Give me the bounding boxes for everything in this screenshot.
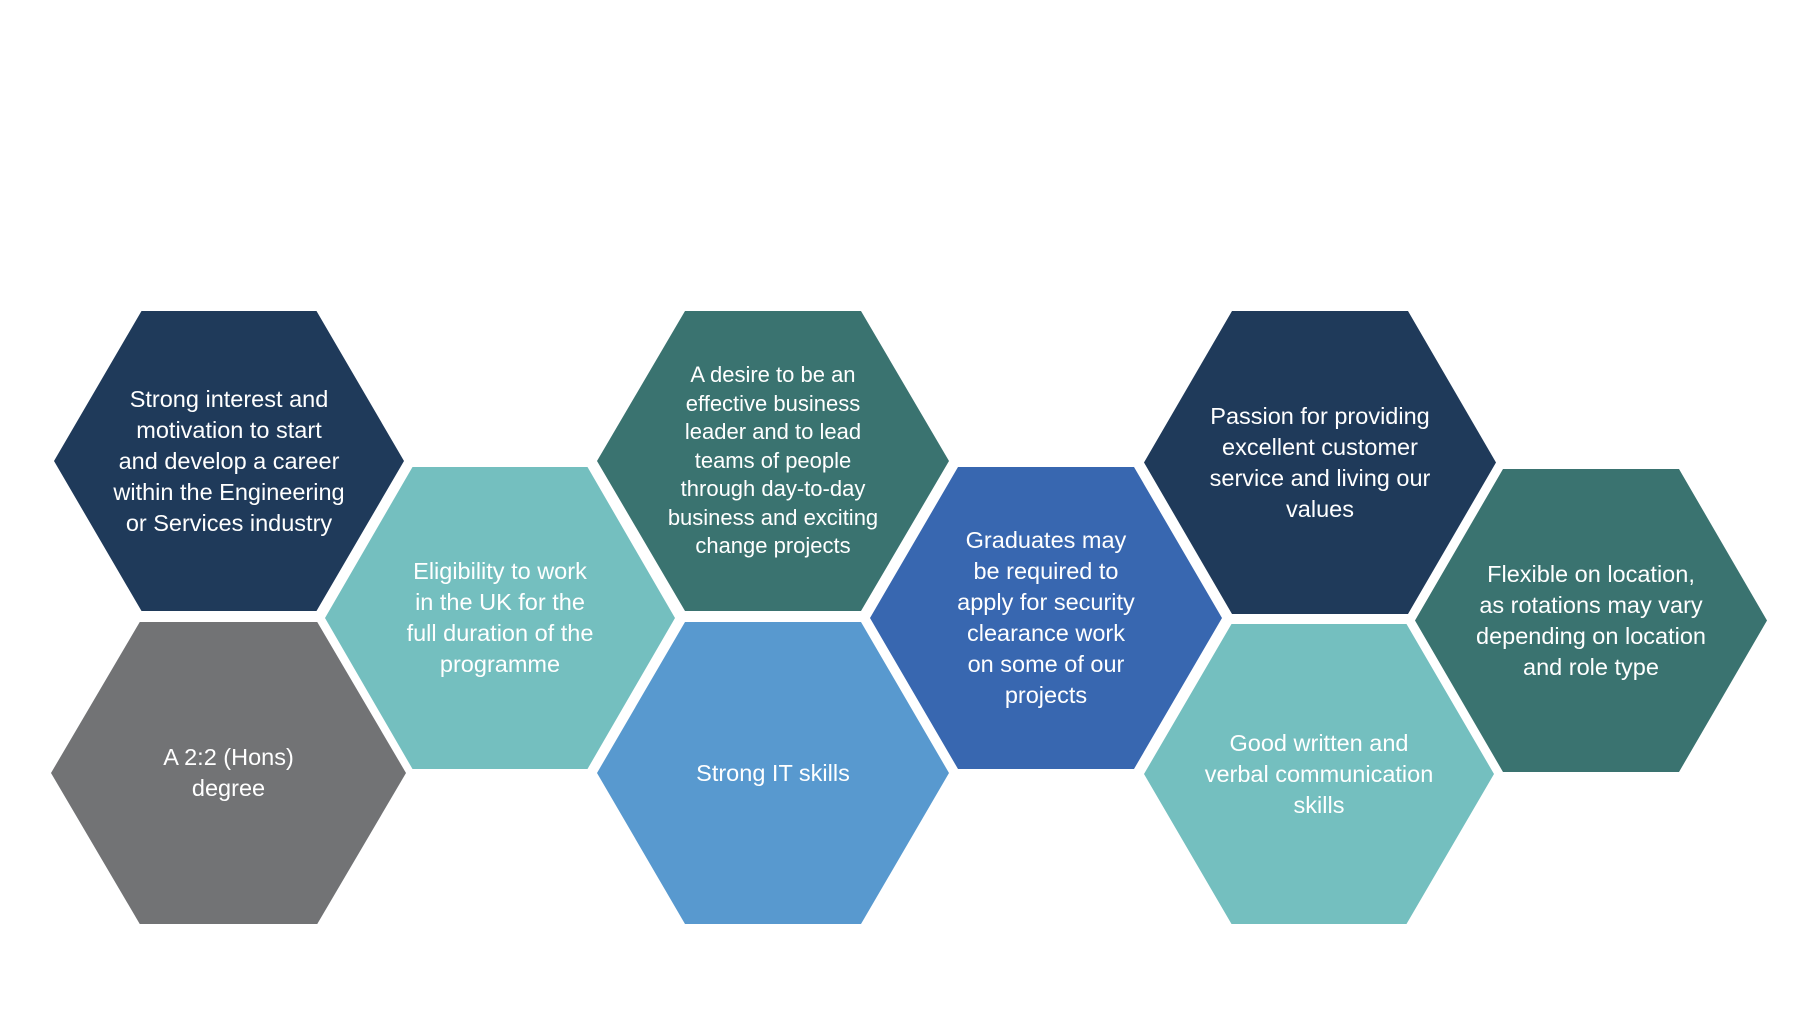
hex-leadership: A desire to be an effective business lea… xyxy=(597,311,949,611)
hex-eligibility-text: Eligibility to work in the UK for the fu… xyxy=(406,558,594,677)
hex-security: Graduates may be required to apply for s… xyxy=(870,467,1222,769)
hex-interest-text: Strong interest and motivation to start … xyxy=(113,385,345,536)
hex-degree-text: A 2:2 (Hons) degree xyxy=(163,744,294,801)
hex-location-text: Flexible on location, as rotations may v… xyxy=(1476,560,1706,680)
hex-it-skills: Strong IT skills xyxy=(597,622,949,924)
hex-customer-service-text: Passion for providing excellent customer… xyxy=(1209,402,1431,522)
hex-it-skills-text: Strong IT skills xyxy=(696,759,850,786)
hex-location: Flexible on location, as rotations may v… xyxy=(1415,469,1767,772)
hex-communication-text: Good written and verbal communication sk… xyxy=(1204,729,1434,818)
hex-degree: A 2:2 (Hons) degree xyxy=(51,622,406,924)
hex-communication: Good written and verbal communication sk… xyxy=(1144,624,1494,924)
hex-security-text: Graduates may be required to apply for s… xyxy=(957,527,1135,708)
hex-customer-service: Passion for providing excellent customer… xyxy=(1144,311,1496,614)
hex-eligibility: Eligibility to work in the UK for the fu… xyxy=(325,467,675,769)
hex-leadership-text: A desire to be an effective business lea… xyxy=(667,362,879,559)
hex-interest: Strong interest and motivation to start … xyxy=(54,311,404,611)
